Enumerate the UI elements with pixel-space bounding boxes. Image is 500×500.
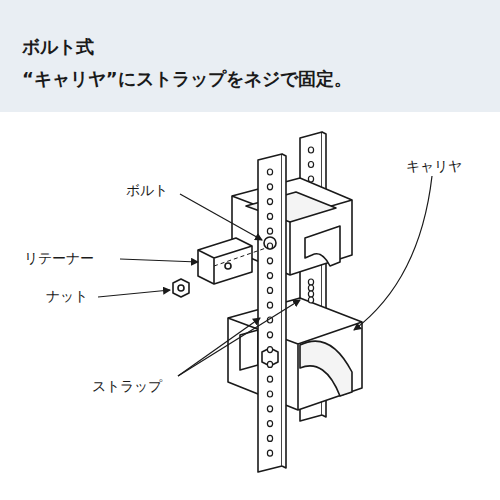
strap-hole [308, 285, 313, 291]
strap-hole [267, 302, 272, 308]
strap-hole [308, 291, 313, 297]
part-label: ナット [44, 288, 90, 305]
part-label: ストラップ [90, 378, 164, 395]
title: ボルト式 [22, 36, 94, 58]
leader-carrier [354, 176, 432, 330]
part-label: リテーナー [22, 250, 96, 267]
strap-hole [267, 347, 272, 353]
caption: “キャリヤ”にストラップをネジで固定。 [22, 68, 352, 90]
part-label: キャリヤ [404, 158, 464, 175]
strap-hole [308, 162, 313, 168]
leader-nut [98, 290, 170, 297]
strap-hole [267, 421, 272, 427]
retainer [198, 238, 252, 284]
strap-hole [267, 435, 272, 441]
leader-strap-2 [178, 300, 300, 376]
strap-holes [267, 147, 313, 456]
strap-hole [267, 273, 272, 279]
retainer-edges [198, 246, 252, 284]
lower-carrier [228, 298, 362, 410]
strap-hole [267, 243, 272, 249]
retainer-hole [225, 263, 231, 269]
strap-hole [267, 450, 272, 456]
leader-strap-1 [178, 318, 260, 376]
strap-hole [267, 213, 272, 219]
bolt-axis [214, 248, 266, 266]
strap-hole [267, 184, 272, 190]
strap-hole [308, 176, 313, 182]
strap-hole [267, 287, 272, 293]
strap-hole [267, 376, 272, 382]
strap-hole [267, 169, 272, 175]
bolt-head [264, 237, 276, 249]
leader-retainer [120, 259, 198, 262]
strap-hole [267, 332, 272, 338]
strap-hole [267, 361, 272, 367]
strap-hole [267, 199, 272, 205]
upper-carrier-slot [305, 226, 340, 266]
lower-carrier-groove [300, 341, 352, 396]
strap-hole [267, 258, 272, 264]
part-label: ボルト [124, 182, 170, 199]
strap-hole [308, 147, 313, 153]
strap-hole [267, 228, 272, 234]
nut [173, 279, 189, 297]
nut-hole [178, 285, 184, 291]
strap-hole [267, 391, 272, 397]
leader-bolt [180, 194, 262, 240]
strap-hole [308, 279, 313, 285]
strap-hole [267, 406, 272, 412]
strap-hole [308, 297, 313, 303]
